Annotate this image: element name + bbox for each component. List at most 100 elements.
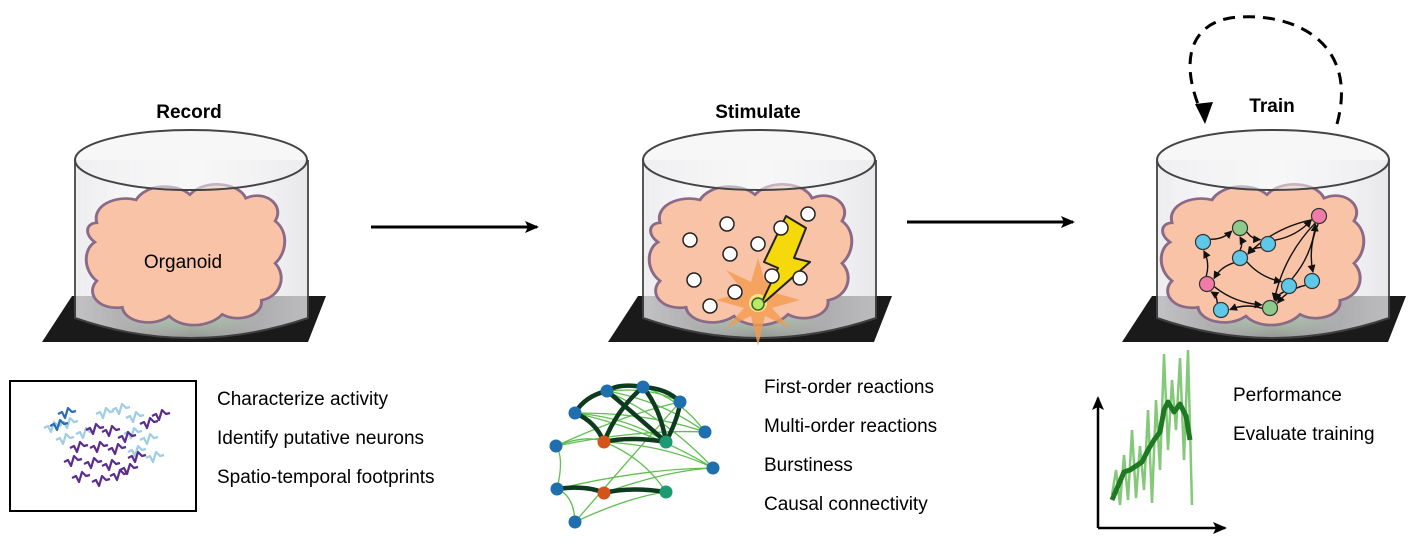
- spike-trace: [95, 406, 115, 420]
- circuit-edge: [1214, 286, 1263, 309]
- spike-trace: [57, 406, 77, 420]
- weak-connection: [574, 412, 714, 469]
- spike-trace: [139, 432, 159, 446]
- circuit-edge: [1210, 291, 1220, 303]
- spike-trace: [49, 418, 69, 432]
- weak-connection: [555, 430, 706, 447]
- spike-trace: [151, 408, 171, 422]
- record-outcomes: Characterize activity Identify putative …: [217, 390, 435, 507]
- train-outcomes: Performance Evaluate training: [1233, 386, 1375, 464]
- circuit-node: [1231, 219, 1249, 237]
- weak-connection: [555, 401, 681, 447]
- circuit-node: [1194, 233, 1212, 251]
- graph-node: [659, 485, 673, 499]
- neuron-dot: [702, 298, 718, 314]
- graph-node: [549, 439, 563, 453]
- neuron-dots: [682, 206, 816, 314]
- weak-connection: [603, 441, 714, 469]
- graph-node: [698, 425, 712, 439]
- weak-connection: [574, 412, 706, 433]
- stimulate-item: Burstiness: [764, 455, 853, 476]
- spike-trace: [127, 450, 147, 464]
- spike-trace: [69, 440, 89, 454]
- graph-node: [636, 380, 650, 394]
- circuit-edge: [1246, 261, 1283, 285]
- circuit-edge: [1274, 219, 1312, 241]
- graph-node: [659, 435, 673, 449]
- spike-trace: [71, 470, 91, 484]
- stimulated-neuron: [751, 297, 765, 311]
- neuron-dot: [722, 246, 738, 262]
- record-item: Identify putative neurons: [217, 428, 425, 449]
- organoid-label: Organoid: [144, 252, 222, 273]
- loop-arrowhead-icon: [1195, 102, 1213, 124]
- graph-node: [673, 395, 687, 409]
- neuron-dot: [792, 270, 808, 286]
- spike-trace: [75, 426, 95, 440]
- circuit-node: [1212, 301, 1230, 319]
- graph-node: [597, 486, 611, 500]
- circuit-node: [1261, 299, 1279, 317]
- neuron-dot: [764, 268, 780, 284]
- circuit-edge: [1203, 250, 1211, 277]
- train-title: Train: [1249, 96, 1295, 117]
- spike-trace: [85, 422, 105, 436]
- spike-trace: [119, 462, 139, 476]
- neuron-dot: [686, 272, 702, 288]
- spike-trace: [145, 450, 165, 464]
- strong-connection: [603, 436, 667, 445]
- neuron-dot: [800, 206, 816, 222]
- circuit-edge: [1247, 245, 1261, 255]
- circuit-edge: [1291, 223, 1319, 280]
- connectivity-graph: [549, 380, 720, 529]
- spike-trace: [107, 442, 127, 456]
- spike-trace: [111, 402, 131, 416]
- circuit-node: [1231, 249, 1249, 267]
- graph-node: [706, 461, 720, 475]
- graph-node: [568, 406, 582, 420]
- neuron-dot: [727, 284, 743, 300]
- record-dish: [42, 129, 326, 342]
- spike-trace: [63, 454, 83, 468]
- stimulate-item: Multi-order reactions: [764, 416, 938, 437]
- circuit-node: [1310, 207, 1328, 225]
- stimulate-item: Causal connectivity: [764, 494, 928, 515]
- circuit-edge: [1210, 230, 1233, 240]
- graph-node: [568, 515, 582, 529]
- circuit-node: [1303, 272, 1321, 290]
- spike-trace: [89, 440, 109, 454]
- performance-plot: [1092, 349, 1227, 534]
- spike-trace: [101, 424, 121, 438]
- strong-connection: [603, 487, 667, 496]
- raw-performance-line: [1110, 349, 1194, 506]
- graph-node: [597, 435, 611, 449]
- spike-trace: [139, 416, 159, 430]
- graph-node: [550, 482, 564, 496]
- stimulate-title: Stimulate: [715, 102, 801, 123]
- circuit-edge: [1273, 291, 1285, 303]
- strong-connection: [556, 485, 605, 496]
- trained-circuit: [1194, 207, 1328, 319]
- circuit-node: [1280, 277, 1298, 295]
- spike-trace: [91, 474, 111, 488]
- train-item: Performance: [1233, 385, 1342, 406]
- stimulate-item: First-order reactions: [764, 377, 934, 398]
- circuit-edge: [1246, 231, 1262, 244]
- record-item: Characterize activity: [217, 389, 389, 410]
- spike-trace: [117, 430, 137, 444]
- spike-trace: [109, 468, 129, 482]
- neuron-dot: [682, 232, 698, 248]
- smoothed-performance-line: [1109, 399, 1193, 501]
- circuit-edge: [1239, 236, 1247, 251]
- spike-trace: [83, 456, 103, 470]
- neuron-dot: [750, 236, 766, 252]
- weak-connection: [603, 441, 667, 493]
- spike-trace: [127, 444, 147, 458]
- spike-footprints: [43, 402, 171, 488]
- circuit-node: [1198, 275, 1216, 293]
- weak-connection: [556, 467, 714, 490]
- record-title: Record: [156, 102, 222, 123]
- training-loop-arrow: [1188, 15, 1343, 125]
- circuit-node: [1259, 235, 1277, 253]
